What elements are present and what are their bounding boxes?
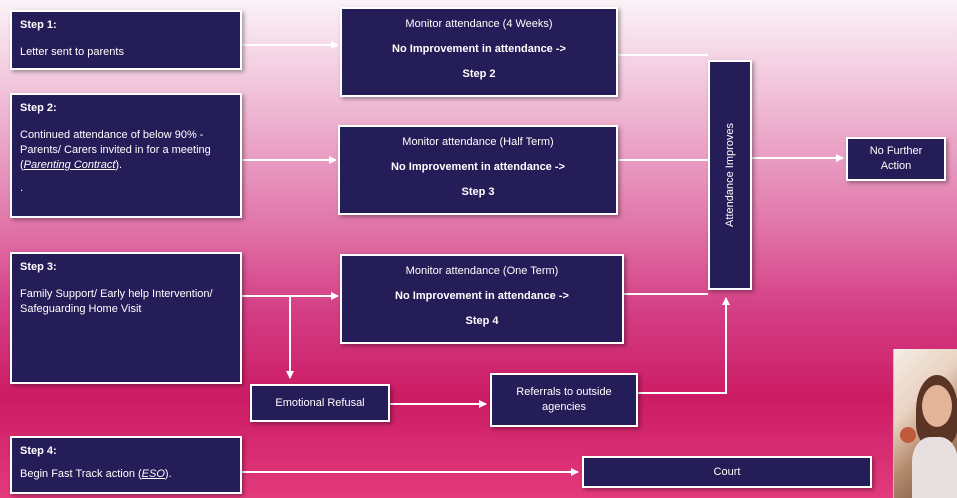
- photo-face: [922, 385, 952, 427]
- monitor2-box: Monitor attendance (Half Term) No Improv…: [338, 125, 618, 215]
- step1-heading: Step 1:: [20, 19, 57, 31]
- step4-text-suffix: ).: [164, 468, 172, 480]
- arrow-referrals-attendance: [638, 297, 730, 394]
- monitor3-line1: Monitor attendance (One Term): [405, 265, 559, 277]
- photo-body: [912, 437, 957, 498]
- monitor3-line3: Step 4: [465, 315, 499, 327]
- step2-heading: Step 2:: [20, 102, 57, 114]
- court-box: Court: [582, 456, 872, 488]
- monitor2-line1: Monitor attendance (Half Term): [402, 136, 554, 148]
- monitor1-line1: Monitor attendance (4 Weeks): [405, 18, 553, 30]
- step1-text: Letter sent to parents: [20, 46, 124, 58]
- emotional-refusal-label: Emotional Refusal: [275, 396, 365, 409]
- step3-heading: Step 3:: [20, 261, 57, 273]
- monitor2-line2: No Improvement in attendance ->: [391, 161, 565, 173]
- referrals-line2: agencies: [541, 401, 587, 413]
- court-label: Court: [713, 465, 741, 478]
- step4-box: Step 4: Begin Fast Track action (ESO).: [10, 436, 242, 494]
- step2-extra: .: [20, 182, 24, 194]
- step2-text-main: Continued attendance of below 90% - Pare…: [20, 129, 211, 171]
- referrals-line1: Referrals to outside: [516, 386, 612, 398]
- eso-link[interactable]: ESO: [141, 468, 165, 480]
- monitor1-box: Monitor attendance (4 Weeks) No Improvem…: [340, 7, 618, 97]
- parenting-contract-link[interactable]: Parenting Contract: [23, 159, 116, 171]
- step4-text-main: Begin Fast Track action (: [20, 468, 142, 480]
- referrals-box: Referrals to outside agencies: [490, 373, 638, 427]
- emotional-refusal-box: Emotional Refusal: [250, 384, 390, 422]
- monitor3-box: Monitor attendance (One Term) No Improve…: [340, 254, 624, 344]
- step2-text: Continued attendance of below 90% - Pare…: [20, 128, 232, 173]
- step2-box: Step 2: Continued attendance of below 90…: [10, 93, 242, 218]
- monitor1-line3: Step 2: [462, 68, 496, 80]
- monitor1-line2: No Improvement in attendance ->: [392, 43, 566, 55]
- step2-text-suffix: ).: [115, 159, 123, 171]
- no-further-action-line2: Action: [880, 160, 912, 172]
- step4-heading: Step 4:: [20, 445, 57, 457]
- monitor2-line3: Step 3: [461, 186, 495, 198]
- attendance-improves-label: Attendance Improves: [723, 123, 736, 227]
- step4-text: Begin Fast Track action (ESO).: [20, 467, 232, 482]
- no-further-action-box: No Further Action: [846, 137, 946, 181]
- no-further-action-line1: No Further: [869, 145, 923, 157]
- step3-box: Step 3: Family Support/ Early help Inter…: [10, 252, 242, 384]
- photo-corner: [893, 349, 957, 498]
- step3-text: Family Support/ Early help Intervention/…: [20, 288, 213, 315]
- step1-box: Step 1: Letter sent to parents: [10, 10, 242, 70]
- attendance-improves-box: Attendance Improves: [708, 60, 752, 290]
- monitor3-line2: No Improvement in attendance ->: [395, 290, 569, 302]
- photo-plant: [900, 427, 916, 443]
